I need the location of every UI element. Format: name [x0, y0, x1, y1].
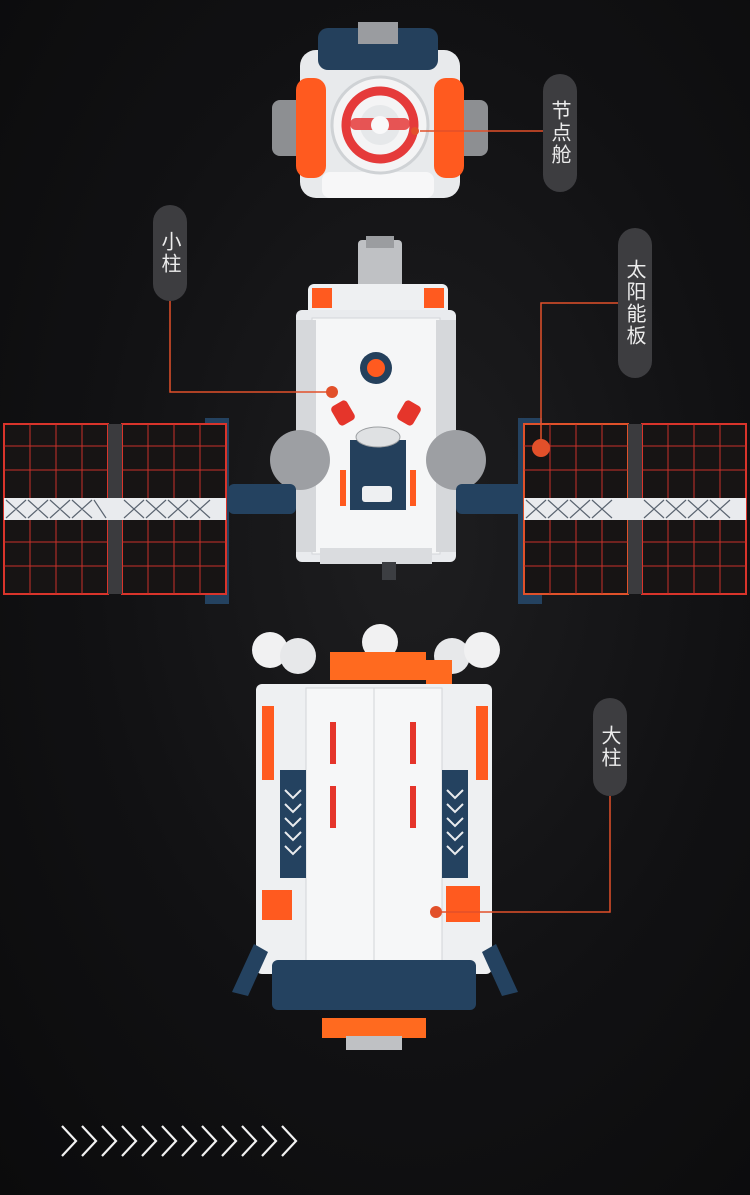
solar-panel-left [3, 418, 229, 604]
large-module-model [232, 624, 518, 1050]
node-module-label: 节点舱 [543, 74, 577, 192]
solar-panel-callout [532, 302, 635, 457]
core-module-model [228, 236, 524, 580]
small-pillar-label: 小柱 [153, 205, 187, 301]
small-pillar-callout [169, 301, 338, 398]
chevron-row [61, 1125, 298, 1157]
solar-panel-label: 太阳能板 [618, 228, 652, 378]
large-pillar-label: 大柱 [593, 698, 627, 796]
solar-panel-right [518, 418, 747, 604]
chevron-right-icon [61, 1125, 298, 1157]
node-module-callout [411, 127, 543, 135]
node-module-model [272, 22, 488, 198]
large-pillar-callout [430, 796, 611, 918]
